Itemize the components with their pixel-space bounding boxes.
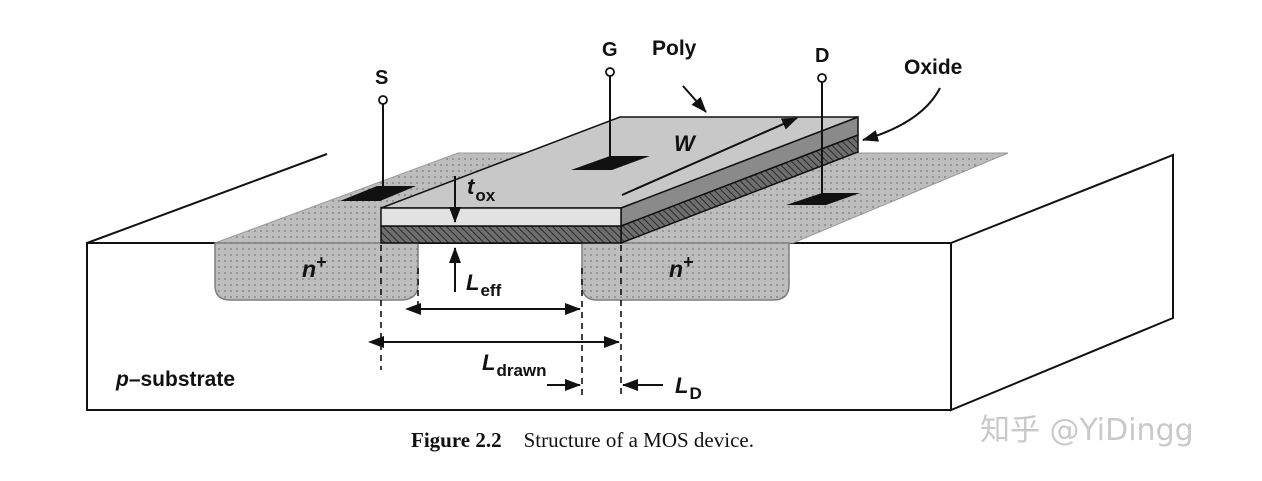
gate-label: G	[602, 39, 618, 61]
width-label: W	[674, 131, 697, 156]
ld-main: L	[675, 373, 688, 398]
n-plus-source-well	[214, 242, 419, 301]
ldrawn-subscript: drawn	[496, 361, 546, 380]
n-plus-source-label: n+	[302, 252, 327, 282]
n-plus-drain-base: n	[669, 256, 683, 282]
source-contact-pad	[340, 186, 416, 201]
substrate-right-face	[950, 153, 1174, 412]
ldrawn-label: Ldrawn	[482, 350, 547, 380]
ld-subscript: D	[689, 384, 701, 403]
oxide-front-face	[380, 225, 622, 244]
watermark-text: 知乎 @YiDingg	[980, 413, 1194, 448]
leff-main: L	[466, 270, 479, 295]
source-label: S	[375, 67, 388, 89]
substrate-back-left-edge	[86, 153, 328, 244]
drain-well-shape	[581, 242, 790, 301]
substrate-p: p	[115, 368, 129, 391]
drain-label: D	[815, 45, 829, 67]
tox-label: tox	[467, 174, 496, 205]
gate-terminal-node	[605, 67, 615, 77]
n-plus-source-base: n	[302, 256, 316, 282]
gate-stack	[380, 115, 859, 245]
caption-number: Figure 2.2	[411, 428, 502, 452]
substrate-rest: –substrate	[129, 368, 235, 391]
ldrawn-main: L	[482, 350, 495, 375]
oxide-label: Oxide	[904, 56, 962, 79]
width-dimension-arrow	[621, 117, 798, 196]
poly-label: Poly	[652, 37, 697, 60]
dimension-guides	[380, 245, 622, 395]
tox-main: t	[467, 174, 476, 199]
drain-terminal-node	[817, 73, 827, 83]
caption-text: Structure of a MOS device.	[524, 428, 754, 452]
source-terminal-node	[378, 95, 388, 105]
n-plus-drain-label: n+	[669, 252, 694, 282]
leff-subscript: eff	[480, 281, 501, 300]
leff-label: Leff	[466, 270, 502, 300]
figure-caption: Figure 2.2 Structure of a MOS device.	[411, 428, 754, 452]
n-plus-drain-well	[581, 242, 790, 301]
ld-label: LD	[675, 373, 702, 403]
oxide-callout-arrow	[862, 87, 941, 142]
poly-callout-arrow	[682, 85, 707, 113]
source-well-shape	[214, 242, 419, 301]
gate-terminal	[605, 67, 615, 163]
substrate-label: p–substrate	[115, 368, 235, 391]
n-plus-source-sup: +	[316, 252, 327, 272]
n-plus-drain-sup: +	[683, 252, 694, 272]
tox-subscript: ox	[475, 186, 495, 205]
poly-front-face	[380, 207, 622, 227]
source-terminal	[378, 95, 388, 193]
drain-terminal	[817, 73, 827, 199]
